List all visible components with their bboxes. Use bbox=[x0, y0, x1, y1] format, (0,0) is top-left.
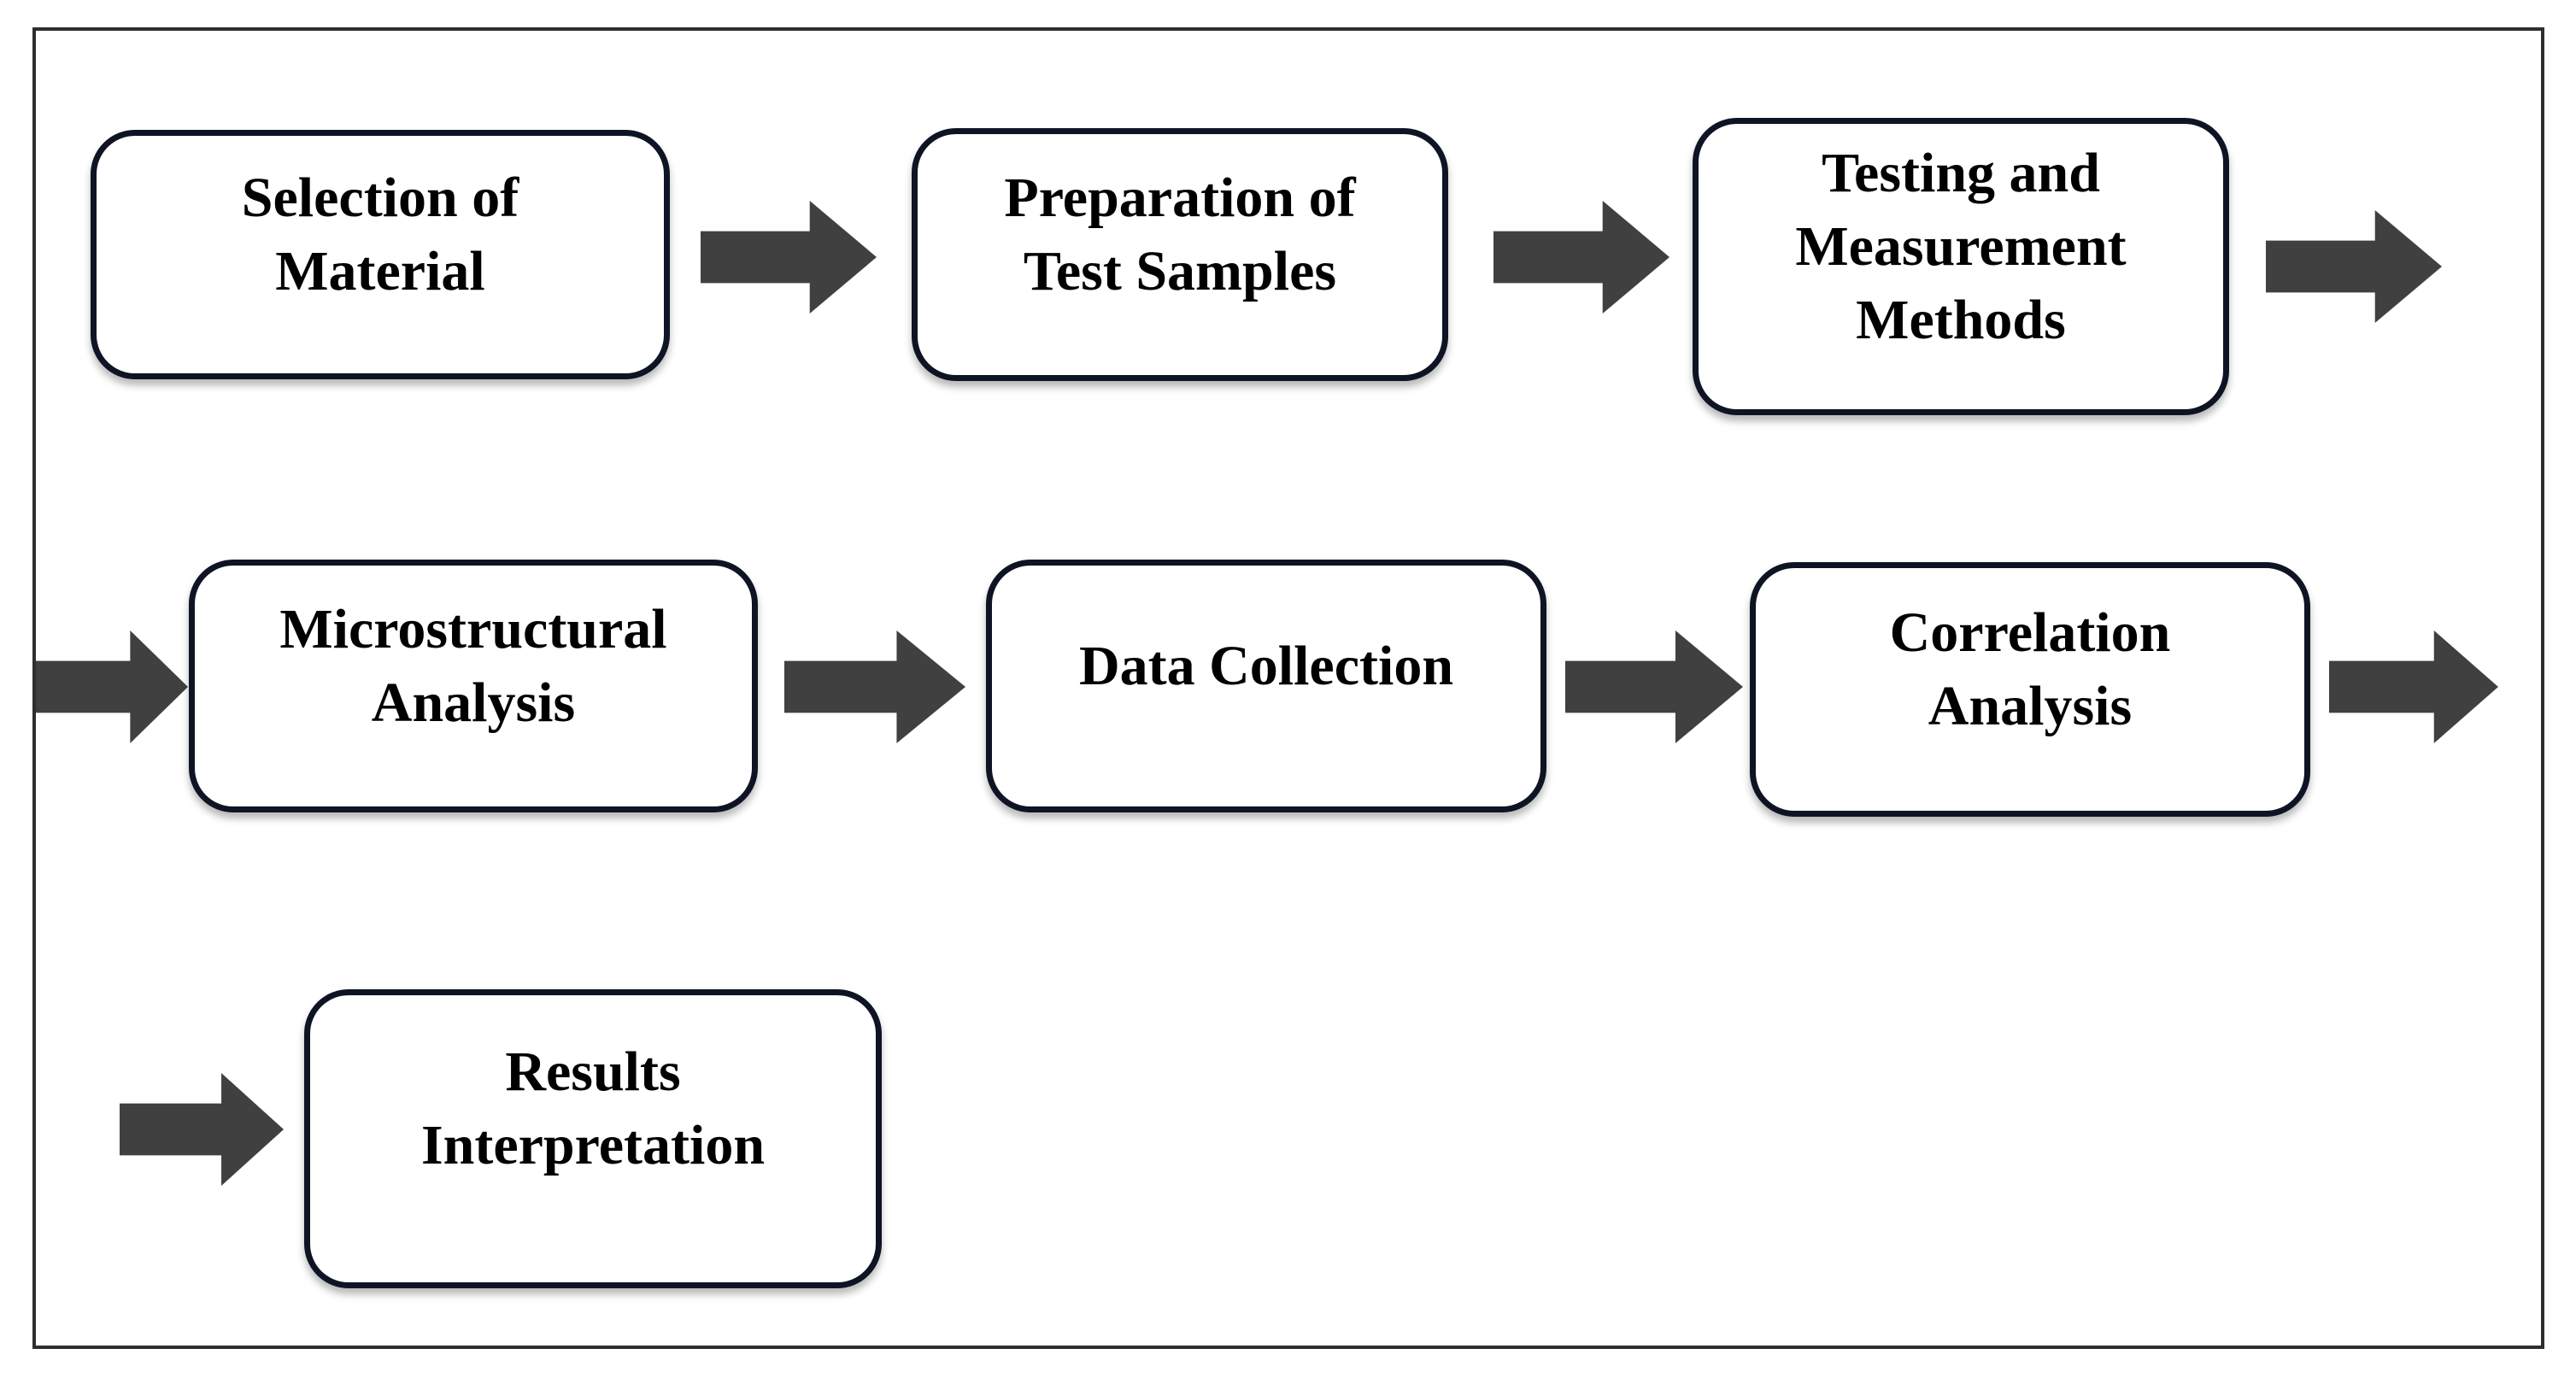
step-label: Selection of Material bbox=[241, 167, 519, 302]
step-label: Results Interpretation bbox=[420, 1041, 766, 1176]
step-box-microstructural-analysis: Microstructural Analysis bbox=[189, 560, 758, 812]
step-box-correlation-analysis: Correlation Analysis bbox=[1750, 562, 2310, 817]
diagram-frame bbox=[32, 27, 2544, 1349]
step-label: Testing and Measurement Methods bbox=[1795, 142, 2127, 351]
step-label: Data Collection bbox=[1078, 635, 1454, 698]
step-label: Correlation Analysis bbox=[1889, 601, 2171, 737]
step-box-preparation-of-test-samples: Preparation of Test Samples bbox=[912, 128, 1448, 381]
step-label: Microstructural Analysis bbox=[279, 598, 667, 734]
step-label: Preparation of Test Samples bbox=[1004, 167, 1356, 302]
step-box-data-collection: Data Collection bbox=[986, 560, 1546, 812]
step-box-testing-and-measurement-methods: Testing and Measurement Methods bbox=[1693, 118, 2229, 415]
step-box-selection-of-material: Selection of Material bbox=[91, 130, 670, 379]
step-box-results-interpretation: Results Interpretation bbox=[304, 989, 882, 1288]
